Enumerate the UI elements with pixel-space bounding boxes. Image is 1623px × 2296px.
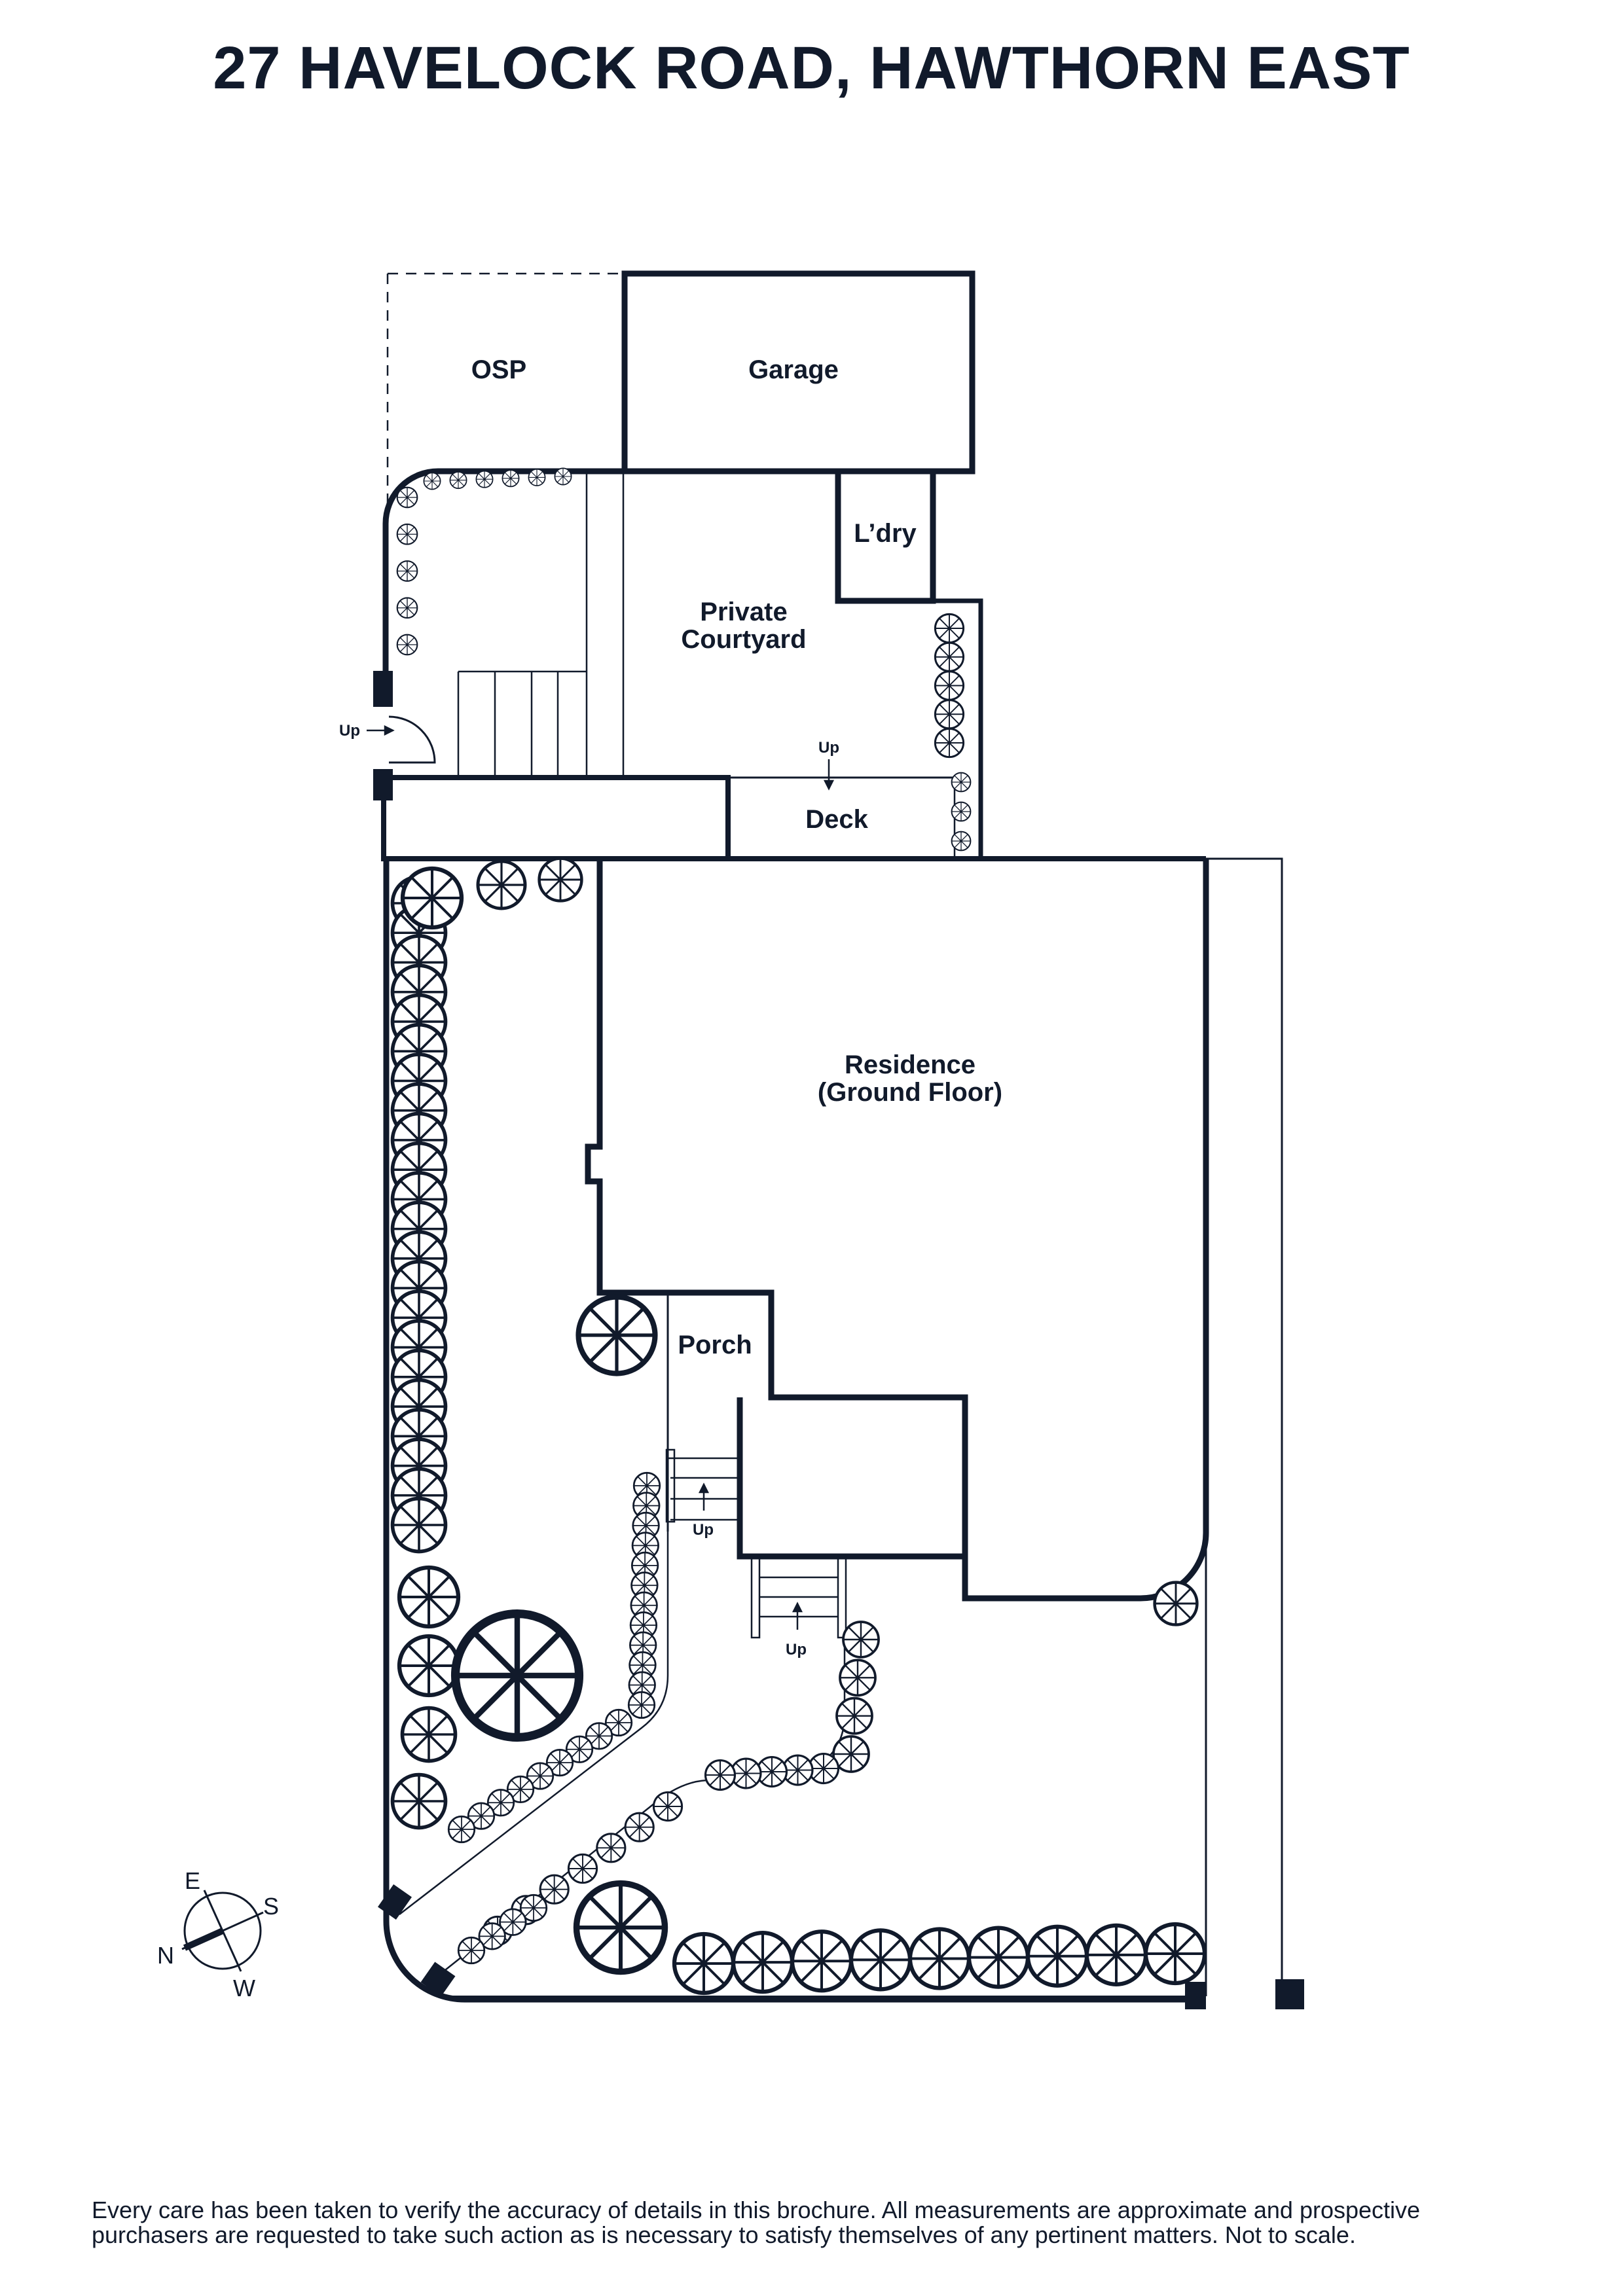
shrub-icon — [396, 634, 418, 656]
shrub-icon — [577, 1884, 665, 1972]
shrub-icon — [934, 641, 965, 672]
landscaping — [393, 467, 1205, 1993]
shrub-icon — [396, 523, 418, 545]
shrub-icon — [910, 1929, 969, 1988]
shrub-icon — [478, 861, 525, 908]
gate-posts — [373, 671, 1304, 2009]
up-label-front: Up — [786, 1641, 807, 1659]
shrub-icon — [934, 613, 965, 644]
shrub-icon — [554, 467, 572, 486]
compass: E S N W — [157, 1867, 279, 2001]
label-deck: Deck — [805, 805, 868, 834]
shrub-icon — [969, 1928, 1028, 1987]
shrub-icon — [399, 1568, 458, 1626]
shrub-icon — [475, 470, 494, 488]
shrub-icon — [951, 772, 972, 793]
shrub-icon — [674, 1934, 733, 1993]
stair-markers: Up Up Up Up — [339, 722, 839, 1659]
shrub-icon — [1155, 1583, 1197, 1625]
shrub-icon — [704, 1759, 737, 1791]
shrub-icon — [567, 1853, 598, 1884]
shrub-icon — [396, 597, 418, 619]
shrub-icon — [934, 699, 965, 730]
shrub-icon — [457, 1936, 486, 1965]
disclaimer-line-1: Every care has been taken to verify the … — [92, 2197, 1421, 2223]
shrub-icon — [501, 469, 520, 488]
disclaimer-line-2: purchasers are requested to take such ac… — [92, 2221, 1356, 2248]
label-porch: Porch — [678, 1331, 752, 1359]
shrub-icon — [1146, 1924, 1205, 1983]
shrub-icon — [447, 1815, 476, 1844]
shrub-icon — [792, 1931, 851, 1990]
shrub-icon — [934, 727, 965, 759]
compass-west: W — [233, 1975, 255, 2001]
label-laundry: L’dry — [854, 519, 917, 548]
shrub-icon — [934, 670, 965, 701]
shrub-icon — [627, 1691, 656, 1719]
shrub-icon — [423, 472, 441, 490]
shrub-icon — [393, 1499, 446, 1552]
shrub-icon — [399, 1636, 458, 1695]
label-residence-line1: Residence — [845, 1050, 976, 1079]
shrub-icon — [403, 1708, 456, 1761]
shrub-icon — [539, 859, 582, 901]
label-courtyard-line1: Private — [700, 598, 787, 626]
shrub-icon — [951, 831, 972, 852]
shrub-icon — [951, 801, 972, 822]
shrub-icon — [393, 1775, 446, 1828]
shrub-icon — [396, 486, 418, 509]
shrub-icon — [1087, 1926, 1146, 1984]
shrub-icon — [449, 471, 467, 490]
shrub-icon — [842, 1621, 880, 1659]
page-title: 27 HAVELOCK ROAD, HAWTHORN EAST — [213, 35, 1410, 101]
label-residence-line2: (Ground Floor) — [818, 1078, 1002, 1107]
shrub-icon — [528, 468, 546, 486]
shrub-icon — [403, 869, 462, 927]
shrub-icon — [1028, 1927, 1087, 1986]
up-label-gate: Up — [339, 722, 360, 740]
shrub-icon — [624, 1812, 655, 1842]
label-garage: Garage — [748, 355, 839, 384]
compass-north: N — [157, 1942, 174, 1969]
shrub-icon — [851, 1930, 910, 1989]
shrub-icon — [652, 1791, 684, 1822]
disclaimer: Every care has been taken to verify the … — [92, 2198, 1558, 2248]
shrub-icon — [839, 1659, 877, 1697]
up-label-deck: Up — [818, 739, 839, 757]
compass-ring — [183, 1892, 262, 1970]
shrub-icon — [579, 1297, 655, 1374]
shrub-icon — [835, 1696, 873, 1735]
compass-south: S — [263, 1893, 279, 1920]
shrub-icon — [396, 560, 418, 582]
shrub-icon — [596, 1833, 627, 1863]
compass-east: E — [185, 1867, 200, 1894]
room-labels: OSP Garage L’dry Private Courtyard Deck … — [471, 355, 1002, 1359]
shrub-icon — [733, 1933, 792, 1992]
label-courtyard-line2: Courtyard — [681, 625, 806, 654]
shrub-icon — [456, 1614, 579, 1738]
label-osp: OSP — [471, 355, 526, 384]
up-label-porch: Up — [693, 1521, 714, 1539]
